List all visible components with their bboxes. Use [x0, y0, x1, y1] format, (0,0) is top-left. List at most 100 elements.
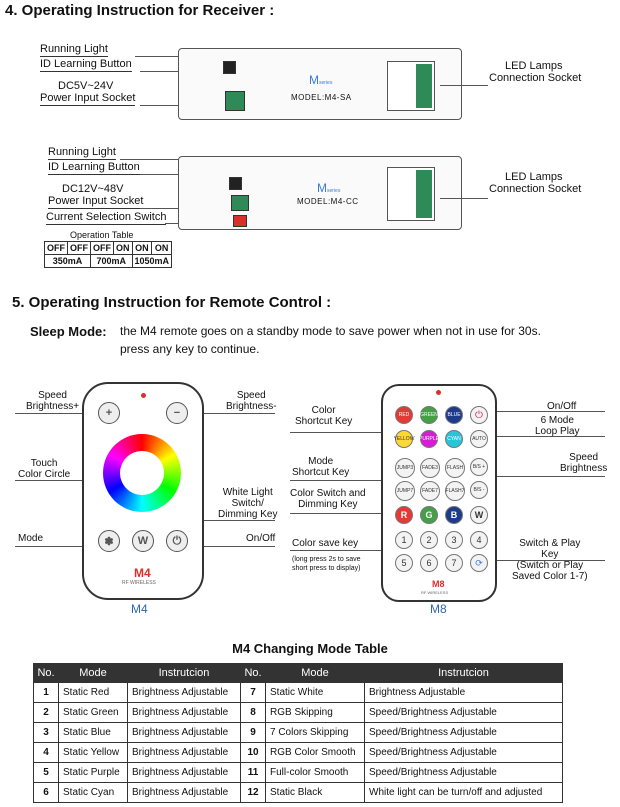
power-icon: ⏻	[172, 534, 182, 547]
rf-wireless-label: RF WIRELESS	[122, 580, 156, 586]
jump7-key[interactable]: JUMP7	[395, 481, 415, 501]
running-light-label: Running Light	[40, 43, 108, 57]
current-cell: 700mA	[90, 254, 133, 268]
current-selection-switch[interactable]	[233, 215, 247, 227]
jump3-key[interactable]: JUMP3	[395, 458, 415, 478]
id-button-label: ID Learning Button	[48, 161, 140, 175]
mode-button[interactable]: ✽	[98, 530, 120, 552]
current-cell: 350mA	[44, 254, 91, 268]
blue-key[interactable]: BLUE	[445, 406, 463, 424]
number-key-3[interactable]: 3	[445, 531, 463, 549]
col-header: Mode	[265, 663, 365, 683]
id-learning-button[interactable]	[223, 61, 236, 74]
fade7-key[interactable]: FADE7	[420, 481, 440, 501]
current-switch-label: Current Selection Switch	[46, 211, 167, 225]
r-key[interactable]: R	[395, 506, 413, 524]
power-input-socket	[231, 195, 249, 211]
model-label: MODEL:M4-SA	[291, 93, 352, 102]
number-key-5[interactable]: 5	[395, 554, 413, 572]
table-cell: Static Black	[265, 782, 365, 803]
switch-cell: ON	[113, 241, 133, 255]
m4-onoff-label: On/Off	[246, 533, 276, 544]
purple-key[interactable]: PURPLE	[419, 430, 439, 448]
cyan-key[interactable]: CYAN	[445, 430, 463, 448]
mode-icon: ✽	[104, 535, 114, 548]
switch-play-key[interactable]: ⟳	[470, 554, 488, 572]
number-key-6[interactable]: 6	[420, 554, 438, 572]
flash-key[interactable]: FLASH	[445, 458, 465, 478]
col-header: Instrutcion	[127, 663, 241, 683]
number-key-4[interactable]: 4	[470, 531, 488, 549]
table-cell: 4	[33, 742, 59, 763]
brand-logo: Mseries	[309, 73, 333, 87]
power-socket-label: Power Input Socket	[48, 195, 144, 209]
brightness-minus-button[interactable]: −	[166, 402, 188, 424]
m8-caption: M8	[430, 602, 447, 616]
number-key-2[interactable]: 2	[420, 531, 438, 549]
fade3-key[interactable]: FADE3	[420, 458, 440, 478]
table-cell: 7	[240, 682, 266, 703]
m8-logo: M8	[432, 579, 445, 589]
table-cell: 1	[33, 682, 59, 703]
brightness-plus-button[interactable]: +	[98, 402, 120, 424]
yellow-key[interactable]: YELLOW	[394, 430, 414, 448]
table-cell: Brightness Adjustable	[127, 682, 241, 703]
b-key[interactable]: B	[445, 506, 463, 524]
table-cell: Static Purple	[58, 762, 128, 783]
table-cell: Speed/Brightness Adjustable	[364, 742, 563, 763]
power-socket-label: Power Input Socket	[40, 92, 136, 106]
table-cell: Static Red	[58, 682, 128, 703]
table-cell: 8	[240, 702, 266, 723]
flash7-key[interactable]: FLASH7	[445, 481, 465, 501]
table-cell: 9	[240, 722, 266, 743]
touch-color-circle[interactable]	[103, 434, 181, 512]
table-cell: Speed/Brightness Adjustable	[364, 702, 563, 723]
speed-down-key[interactable]: B/S -	[470, 481, 488, 499]
table-cell: Speed/Brightness Adjustable	[364, 722, 563, 743]
rf-wireless-label: RF WIRELESS	[421, 590, 449, 595]
model-label: MODEL:M4-CC	[297, 197, 359, 206]
table-cell: 3	[33, 722, 59, 743]
power-input-socket	[225, 91, 245, 111]
table-cell: Static White	[265, 682, 365, 703]
table-cell: Brightness Adjustable	[127, 722, 241, 743]
green-key[interactable]: GREEN	[420, 406, 438, 424]
led-label-2: Connection Socket	[489, 72, 582, 84]
g-key[interactable]: G	[420, 506, 438, 524]
table-cell: Static Blue	[58, 722, 128, 743]
auto-key[interactable]: AUTO	[470, 430, 488, 448]
m8-remote: RED GREEN BLUE ⏻ YELLOW PURPLE CYAN AUTO…	[381, 384, 497, 602]
indicator-light	[436, 390, 441, 395]
power-button[interactable]: ⏻	[166, 530, 188, 552]
col-header: No.	[33, 663, 59, 683]
table-cell: Static Cyan	[58, 782, 128, 803]
indicator-light	[141, 393, 146, 398]
led-label-1: LED Lamps	[505, 171, 563, 183]
id-learning-button[interactable]	[229, 177, 242, 190]
white-light-button[interactable]: W	[132, 530, 154, 552]
led-label-2: Connection Socket	[489, 183, 582, 195]
switch-cell: OFF	[90, 241, 114, 255]
table-cell: Brightness Adjustable	[364, 682, 563, 703]
table-cell: 12	[240, 782, 266, 803]
col-header: Mode	[58, 663, 128, 683]
running-light-label: Running Light	[48, 146, 116, 160]
red-key[interactable]: RED	[395, 406, 413, 424]
table-cell: RGB Color Smooth	[265, 742, 365, 763]
table-cell: 2	[33, 702, 59, 723]
speed-up-key[interactable]: B/S +	[470, 458, 488, 476]
number-key-7[interactable]: 7	[445, 554, 463, 572]
w-key[interactable]: W	[470, 506, 488, 524]
number-key-1[interactable]: 1	[395, 531, 413, 549]
table-cell: Brightness Adjustable	[127, 742, 241, 763]
power-range-label: DC12V~48V	[62, 183, 124, 195]
power-key[interactable]: ⏻	[470, 406, 488, 424]
